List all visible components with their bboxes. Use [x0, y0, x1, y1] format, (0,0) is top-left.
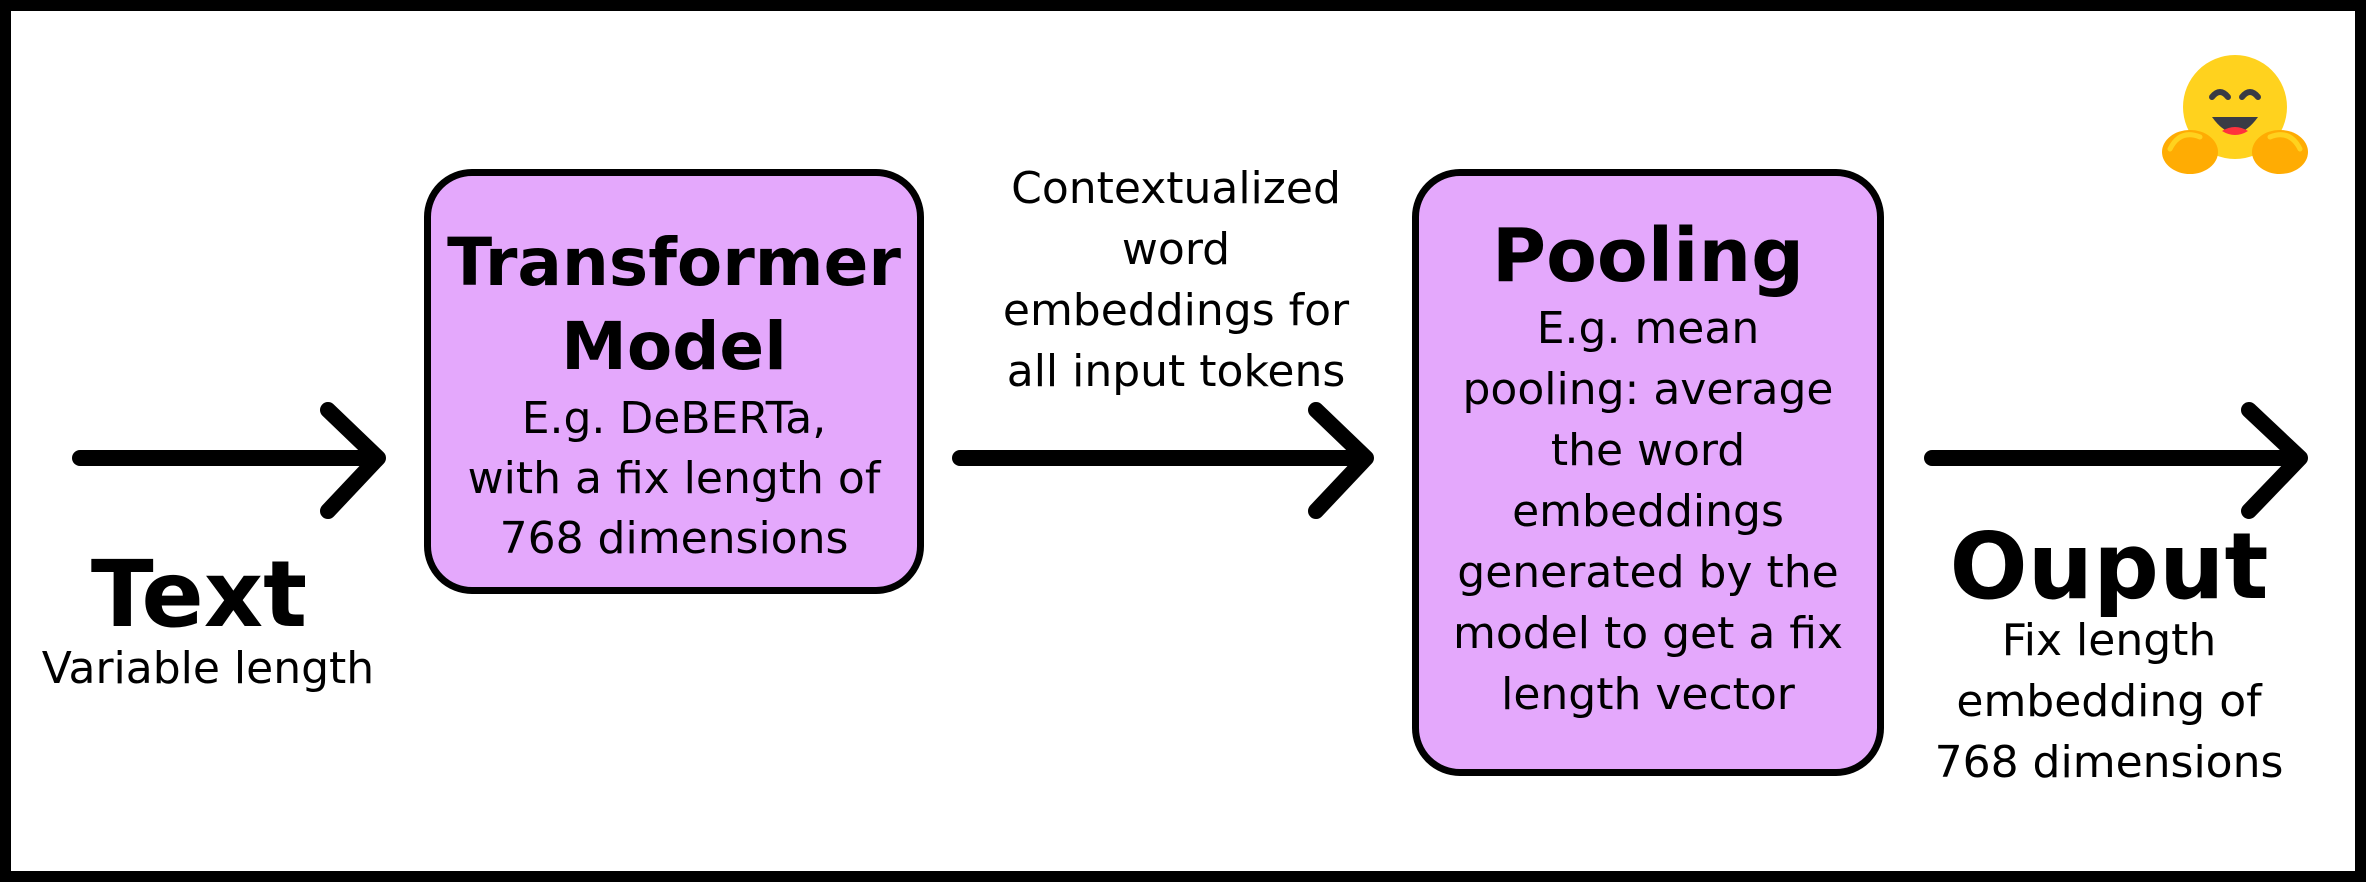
- transformer-title-line1: Transformer: [447, 224, 901, 301]
- input-title: Text: [90, 541, 308, 648]
- transformer-description: E.g. DeBERTa, with a fix length of 768 d…: [467, 393, 881, 564]
- diagram-canvas: [11, 11, 2355, 871]
- pooling-description: E.g. mean pooling: average the word embe…: [1452, 303, 1844, 720]
- input-arrow: [72, 402, 386, 519]
- pooling-title: Pooling: [1491, 213, 1805, 299]
- input-subtitle: Variable length: [41, 643, 375, 694]
- output-subtitle: Fix length embedding of 768 dimensions: [1934, 615, 2284, 788]
- output-title: Ouput: [1949, 513, 2269, 620]
- output-arrow: [1924, 402, 2308, 519]
- hugging-face-emoji-icon: [2162, 55, 2308, 174]
- pooling-box: Pooling E.g. mean pooling: average the w…: [1412, 169, 1884, 776]
- middle-label: Contextualized word embeddings for all i…: [1002, 163, 1350, 397]
- middle-arrow: [952, 402, 1374, 519]
- transformer-model-box: Transformer Model E.g. DeBERTa, with a f…: [424, 169, 924, 594]
- transformer-title-line2: Model: [561, 308, 787, 385]
